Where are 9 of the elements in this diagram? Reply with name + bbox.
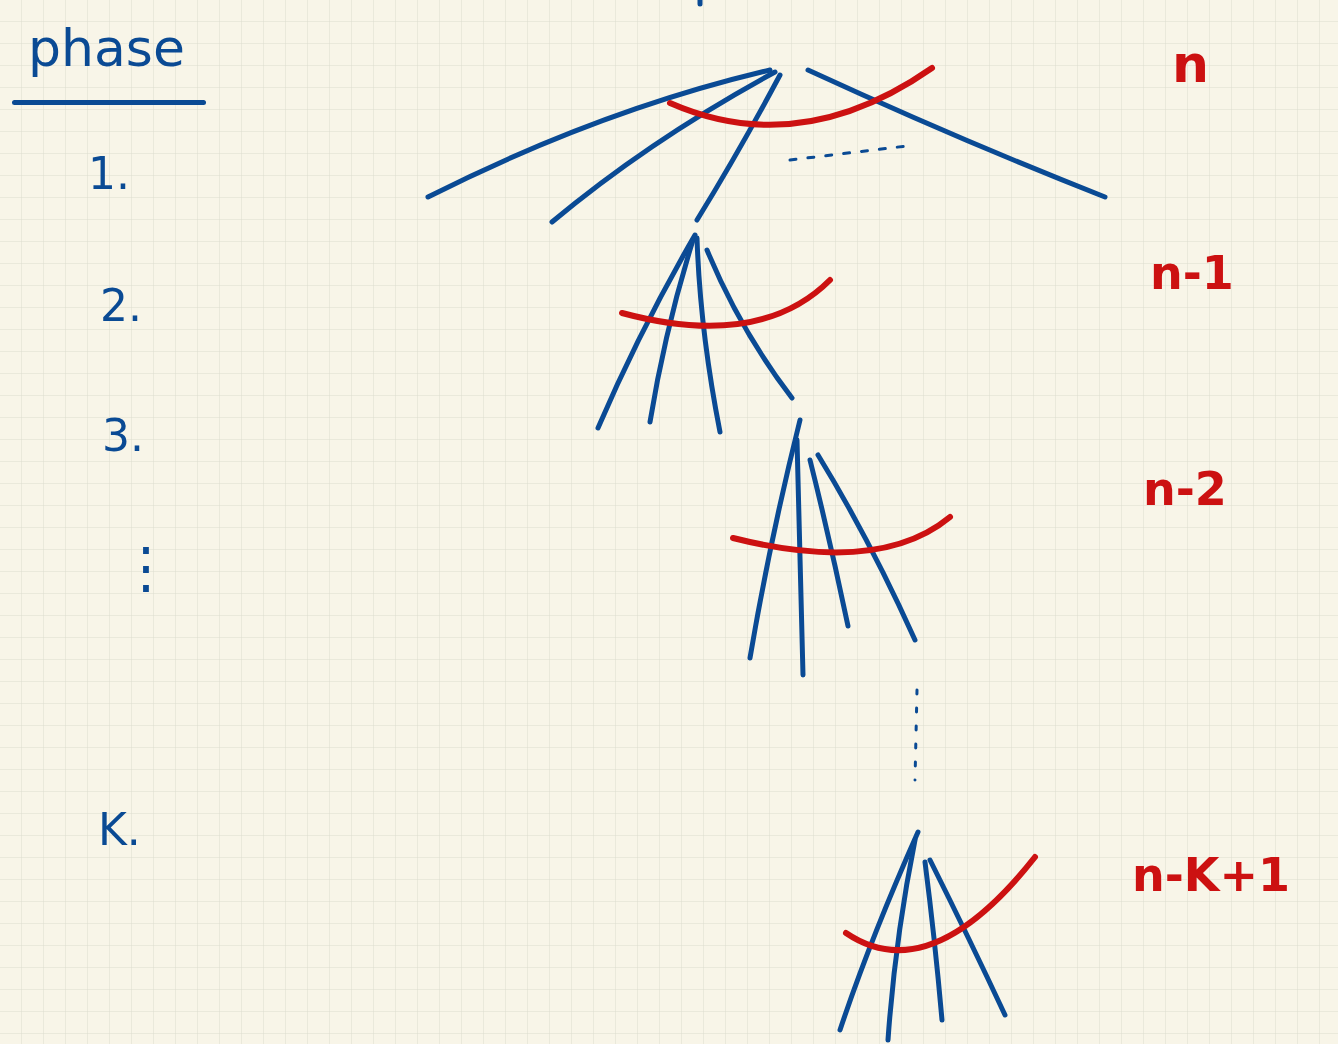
phase-number: 1.	[88, 152, 130, 196]
branch-count: n-2	[1143, 466, 1227, 512]
phase-number: K.	[98, 808, 141, 852]
phase-number: 3.	[102, 414, 144, 458]
ellipsis: ⋮	[118, 540, 174, 596]
branch-count: n-K+1	[1132, 852, 1291, 898]
branch-count: n-1	[1150, 250, 1234, 296]
branch-count: n	[1172, 38, 1210, 90]
phase-number: 2.	[100, 284, 142, 328]
